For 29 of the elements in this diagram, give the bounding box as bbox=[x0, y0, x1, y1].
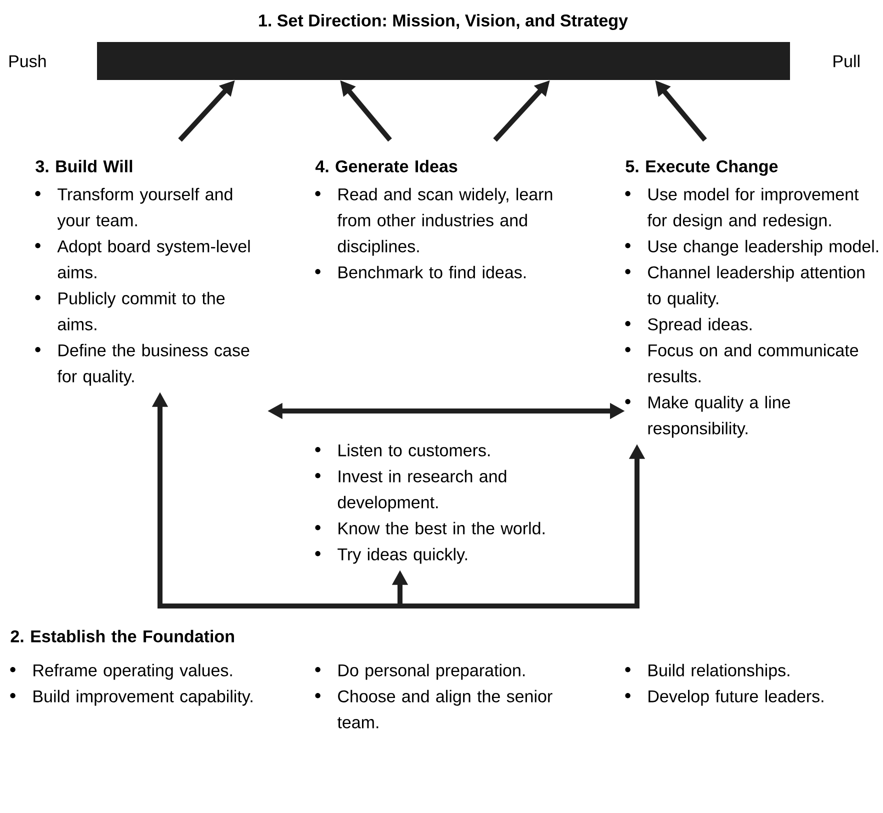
bullet-text: Transform yourself and your team. bbox=[57, 188, 232, 230]
bullet-text: Build improvement capability. bbox=[34, 690, 252, 706]
bullet-text: Channel leadership attention to quality. bbox=[647, 266, 864, 308]
bullet-text: Focus on and communicate results. bbox=[648, 344, 858, 382]
bullet-text: Define the business case for quality. bbox=[57, 344, 250, 386]
heading: 3. Build Will bbox=[36, 160, 132, 172]
heading: 5. Execute Change bbox=[626, 160, 778, 176]
bullet-text: Do personal preparation. bbox=[338, 664, 525, 680]
heading: 4. Generate Ideas bbox=[315, 160, 458, 172]
heading: 2. Establish the Foundation bbox=[10, 630, 234, 642]
bullet-text: Use change leadership model. bbox=[648, 240, 878, 256]
bullet-text: Benchmark to find ideas. bbox=[338, 266, 526, 278]
bullet-text: Build relationships. bbox=[648, 664, 790, 680]
side-label: Pull bbox=[834, 54, 860, 68]
bullet-text: Publicly commit to the aims. bbox=[58, 292, 225, 330]
bullet-text: Invest in research and development. bbox=[338, 470, 506, 512]
bullet-text: Listen to customers. bbox=[338, 444, 490, 456]
bullet-text: Read and scan widely, learn from other industries and disciplines. bbox=[337, 188, 552, 256]
bullet-text: Try ideas quickly. bbox=[338, 548, 467, 564]
bullet-text: Reframe operating values. bbox=[34, 664, 232, 680]
bullet-text: Know the best in the world. bbox=[338, 522, 544, 534]
bullet-text: Use model for improvement for design and redesign. bbox=[647, 188, 859, 230]
bullet-text: Spread ideas. bbox=[648, 318, 752, 334]
bullet-text: Choose and align the senior team. bbox=[337, 690, 552, 728]
title: 1. Set Direction: Mission, Vision, and Strategy bbox=[259, 14, 628, 30]
bullet-text: Adopt board system-level aims. bbox=[57, 240, 250, 278]
bullet-text: Develop future leaders. bbox=[648, 690, 824, 706]
side-label: Push bbox=[9, 54, 46, 68]
bullet-text: Make quality a line responsibility. bbox=[648, 396, 790, 438]
